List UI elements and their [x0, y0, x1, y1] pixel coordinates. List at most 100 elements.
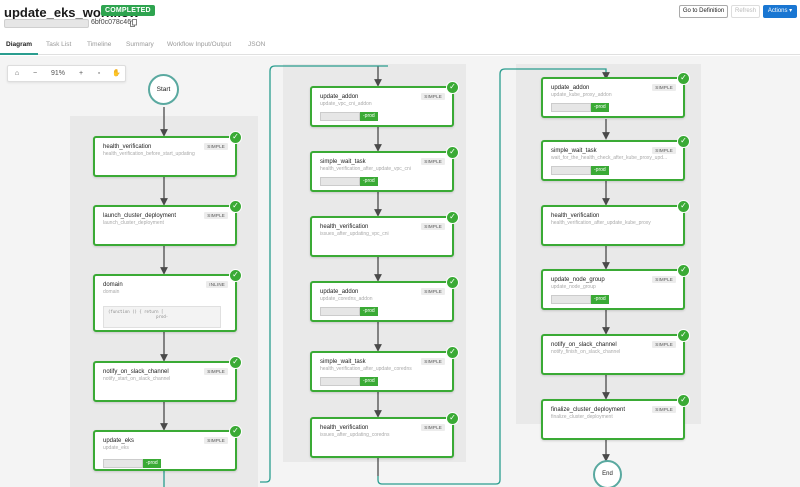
task-node-update-addon[interactable]: update_addon update_kube_proxy_addon SIM… [541, 72, 690, 118]
status-badge: COMPLETED [101, 5, 155, 16]
task-type-badge: SIMPLE [421, 93, 445, 100]
task-name: update_addon [320, 94, 359, 100]
check-icon: ✓ [446, 412, 459, 425]
check-icon: ✓ [446, 211, 459, 224]
zoom-in-icon[interactable]: + [78, 70, 84, 77]
task-name: health_verification [320, 224, 369, 230]
task-name: update_eks [103, 438, 135, 444]
task-name: health_verification [551, 213, 600, 219]
env-masked [551, 103, 591, 112]
check-icon: ✓ [677, 394, 690, 407]
diagram-canvas[interactable]: ⌂ − 91% + ▫ ✋ Start health_verification … [0, 56, 800, 487]
task-name: health_verification [103, 144, 152, 150]
task-ref: wait_for_the_health_check_after_kube_pro… [551, 155, 668, 161]
task-node-update-eks[interactable]: update_eks update_eks SIMPLE -prod ✓ [93, 425, 242, 471]
check-icon: ✓ [677, 264, 690, 277]
start-node[interactable]: Start [148, 74, 179, 105]
env-tag: -prod [591, 166, 609, 175]
task-ref: health_verification_after_update_coredns [320, 366, 412, 372]
env-pill: -prod [320, 377, 382, 386]
env-pill: -prod [320, 112, 382, 121]
refresh-button[interactable]: Refresh [731, 5, 760, 18]
check-icon: ✓ [446, 346, 459, 359]
task-node-health-verification[interactable]: health_verification issues_after_updatin… [310, 412, 459, 458]
task-node-notify-on-slack-channel[interactable]: notify_on_slack_channel notify_finish_on… [541, 329, 690, 375]
env-tag: -prod [143, 459, 161, 468]
task-ref: health_verification_after_update_vpc_cni [320, 166, 411, 172]
env-pill: -prod [551, 166, 613, 175]
task-node-finalize-cluster-deployment[interactable]: finalize_cluster_deployment finalize_clu… [541, 394, 690, 440]
home-icon[interactable]: ⌂ [14, 70, 20, 77]
tab-diagram[interactable]: Diagram [6, 41, 33, 48]
task-node-health-verification[interactable]: health_verification health_verification_… [541, 200, 690, 246]
task-ref: health_verification_after_update_kube_pr… [551, 220, 651, 226]
task-node-launch-cluster-deployment[interactable]: launch_cluster_deployment launch_cluster… [93, 200, 242, 246]
zoom-level: 91% [50, 70, 65, 77]
task-type-badge: SIMPLE [421, 424, 445, 431]
task-type-badge: SIMPLE [652, 84, 676, 91]
task-ref: health_verification_before_start_updatin… [103, 151, 195, 157]
env-tag: -prod [591, 103, 609, 112]
check-icon: ✓ [677, 329, 690, 342]
check-icon: ✓ [229, 269, 242, 282]
task-name: simple_wait_task [320, 159, 366, 165]
task-ref: notify_finish_on_slack_channel [551, 349, 621, 355]
task-node-domain[interactable]: domain domain INLINE (function () { retu… [93, 269, 242, 332]
check-icon: ✓ [446, 276, 459, 289]
task-node-notify-on-slack-channel[interactable]: notify_on_slack_channel notify_start_on_… [93, 356, 242, 402]
task-node-simple-wait-task[interactable]: simple_wait_task health_verification_aft… [310, 146, 459, 192]
fit-screen-icon[interactable]: ▫ [97, 70, 101, 77]
check-icon: ✓ [229, 356, 242, 369]
task-type-badge: SIMPLE [421, 288, 445, 295]
zoom-out-icon[interactable]: − [32, 70, 38, 77]
check-icon: ✓ [229, 131, 242, 144]
end-node[interactable]: End [593, 460, 622, 487]
check-icon: ✓ [229, 200, 242, 213]
env-pill: -prod [320, 307, 382, 316]
env-masked [320, 112, 360, 121]
task-type-badge: SIMPLE [204, 212, 228, 219]
task-name: update_addon [551, 85, 590, 91]
task-ref: update_vpc_cni_addon [320, 101, 372, 107]
env-masked [551, 295, 591, 304]
task-type-badge: SIMPLE [421, 223, 445, 230]
task-node-health-verification[interactable]: health_verification health_verification_… [93, 131, 242, 177]
task-type-badge: SIMPLE [421, 158, 445, 165]
task-node-update-addon[interactable]: update_addon update_vpc_cni_addon SIMPLE… [310, 81, 459, 127]
env-tag: -prod [591, 295, 609, 304]
env-pill: -prod [320, 177, 382, 186]
env-pill: -prod [551, 103, 613, 112]
task-node-simple-wait-task[interactable]: simple_wait_task health_verification_aft… [310, 346, 459, 392]
workflow-id-masked [4, 19, 89, 28]
pan-hand-icon[interactable]: ✋ [112, 70, 121, 77]
task-node-update-addon[interactable]: update_addon update_coredns_addon SIMPLE… [310, 276, 459, 322]
copy-icon[interactable] [130, 19, 137, 27]
check-icon: ✓ [446, 146, 459, 159]
env-masked [551, 166, 591, 175]
task-ref: update_eks [103, 445, 129, 451]
actions-button[interactable]: Actions ▾ [763, 5, 797, 18]
tab-workflow-input-output[interactable]: Workflow Input/Output [167, 41, 232, 48]
task-type-badge: SIMPLE [421, 358, 445, 365]
task-type-badge: SIMPLE [652, 147, 676, 154]
task-name: notify_on_slack_channel [103, 369, 169, 375]
task-type-badge: SIMPLE [204, 368, 228, 375]
go-to-definition-button[interactable]: Go to Definition [679, 5, 728, 18]
env-tag: -prod [360, 307, 378, 316]
chevron-down-icon: ▾ [789, 8, 793, 14]
task-type-badge: INLINE [206, 281, 228, 288]
workflow-id: 6bf0c078c46 [91, 19, 132, 26]
task-type-badge: SIMPLE [652, 341, 676, 348]
tab-timeline[interactable]: Timeline [87, 41, 112, 48]
task-name: notify_on_slack_channel [551, 342, 617, 348]
task-node-simple-wait-task[interactable]: simple_wait_task wait_for_the_health_che… [541, 135, 690, 181]
tab-summary[interactable]: Summary [126, 41, 154, 48]
task-node-health-verification[interactable]: health_verification issues_after_updatin… [310, 211, 459, 257]
tab-task-list[interactable]: Task List [46, 41, 72, 48]
task-node-update-node-group[interactable]: update_node_group update_node_group SIMP… [541, 264, 690, 310]
tab-json[interactable]: JSON [248, 41, 266, 48]
env-masked [320, 307, 360, 316]
task-name: health_verification [320, 425, 369, 431]
active-tab-indicator [0, 53, 38, 55]
check-icon: ✓ [677, 135, 690, 148]
